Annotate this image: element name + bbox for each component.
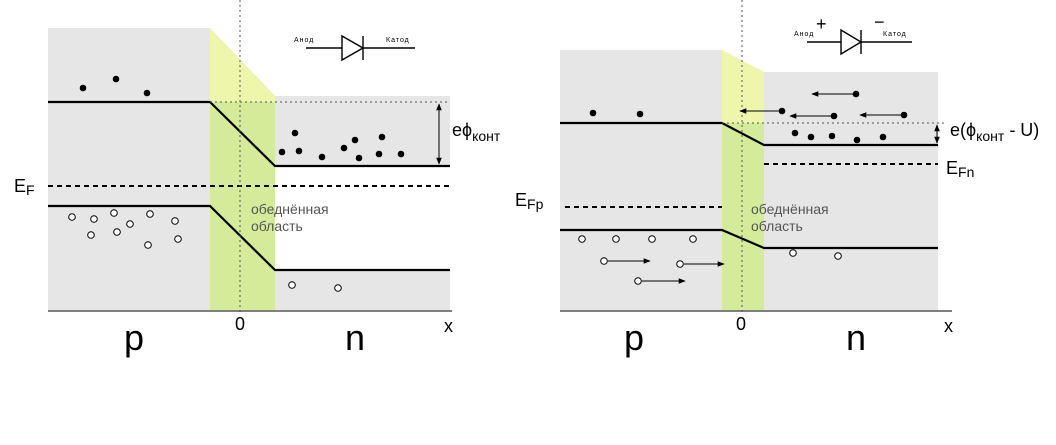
electron-dot: [291, 129, 299, 137]
hole-circle: [789, 249, 797, 257]
hole-circle: [171, 217, 179, 225]
left-barrier-label: eϕконт: [452, 120, 501, 144]
hole-circle: [334, 284, 342, 292]
right-depletion-core: [722, 123, 764, 310]
hole-circle: [634, 277, 642, 285]
electron-dot: [318, 153, 326, 161]
hole-circle: [113, 228, 121, 236]
right-x-label: x: [944, 316, 953, 336]
electron-dot: [112, 75, 120, 83]
left-holes: [68, 209, 342, 292]
right-hole-arrows: [608, 258, 725, 284]
hole-circle: [90, 215, 98, 223]
left-diode-icon: Анод Катод: [294, 34, 415, 62]
left-n-valence-region: [275, 270, 450, 310]
hole-circle: [68, 213, 76, 221]
left-n-label: n: [345, 317, 365, 358]
left-depletion-label-2: область: [251, 218, 303, 234]
electron-dot: [589, 109, 597, 117]
hole-circle: [110, 209, 118, 217]
right-zero-label: 0: [736, 314, 746, 334]
electron-dot: [79, 84, 87, 92]
left-panel-equilibrium: eϕконт EF обеднённая область: [14, 0, 501, 358]
right-valence-band-edge: [560, 228, 938, 250]
left-n-conduction-region: [275, 96, 450, 166]
right-electron-arrows: [739, 91, 902, 119]
right-anode-label: Анод: [794, 31, 814, 38]
hole-circle: [612, 235, 620, 243]
electron-dot: [351, 136, 359, 144]
hole-circle: [689, 235, 697, 243]
right-depletion-label-2: область: [751, 218, 803, 234]
electron-dot: [378, 133, 386, 141]
left-depletion-core: [210, 102, 275, 310]
left-x-label: x: [444, 316, 453, 336]
hole-circle: [126, 220, 134, 228]
left-anode-label: Анод: [294, 37, 314, 44]
electron-dot: [828, 132, 836, 140]
right-holes: [578, 235, 842, 285]
left-zero-label: 0: [235, 314, 245, 334]
hole-circle: [144, 241, 152, 249]
right-diode-icon: Анод Катод + −: [794, 12, 912, 56]
electron-dot: [778, 107, 786, 115]
hole-circle: [578, 235, 586, 243]
left-fermi-label: EF: [14, 176, 35, 198]
left-cathode-label: Катод: [386, 37, 410, 44]
left-valence-band-edge: [48, 204, 450, 272]
left-electrons: [79, 75, 405, 162]
right-n-label: n: [846, 317, 866, 358]
electron-dot: [340, 144, 348, 152]
electron-dot: [355, 154, 363, 162]
right-plus-sign: +: [816, 14, 827, 34]
right-electrons: [589, 90, 908, 144]
right-p-label: p: [624, 317, 644, 358]
left-conduction-band-edge: [48, 100, 450, 168]
right-fermi-p-label: EFp: [515, 190, 544, 212]
electron-dot: [278, 148, 286, 156]
electron-dot: [295, 147, 303, 155]
electron-dot: [879, 133, 887, 141]
electron-dot: [791, 129, 799, 137]
hole-circle: [87, 231, 95, 239]
hole-circle: [600, 257, 608, 265]
right-conduction-band-edge: [560, 121, 938, 147]
right-panel-forward-bias: e(ϕконт - U) EFp EFn обеднённая область: [515, 0, 1039, 358]
electron-dot: [397, 150, 405, 158]
hole-circle: [174, 235, 182, 243]
electron-dot: [900, 111, 908, 119]
electron-dot: [830, 112, 838, 120]
hole-circle: [288, 281, 296, 289]
electron-dot: [636, 110, 644, 118]
right-fermi-n-label: EFn: [946, 158, 974, 180]
hole-circle: [648, 235, 656, 243]
left-p-label: p: [124, 317, 144, 358]
electron-dot: [143, 89, 151, 97]
right-depletion-label-1: обеднённая: [751, 201, 829, 217]
right-cathode-label: Катод: [883, 31, 907, 38]
electron-dot: [852, 90, 860, 98]
left-depletion-label-1: обеднённая: [251, 201, 329, 217]
electron-dot: [375, 150, 383, 158]
hole-circle: [146, 210, 154, 218]
hole-circle: [676, 260, 684, 268]
electron-dot: [853, 136, 861, 144]
right-minus-sign: −: [874, 12, 885, 32]
hole-circle: [834, 252, 842, 260]
electron-dot: [807, 133, 815, 141]
right-barrier-label: e(ϕконт - U): [950, 120, 1039, 144]
